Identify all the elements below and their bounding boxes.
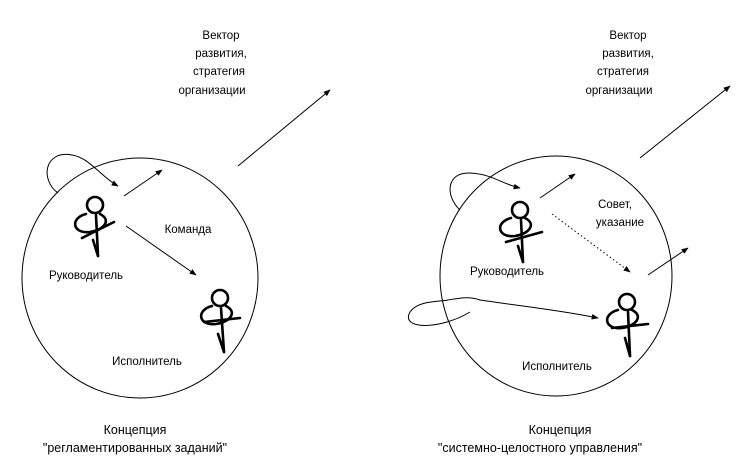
- right-advice-label-1: Совет,: [598, 199, 632, 211]
- right-executor-label: Исполнитель: [522, 361, 592, 373]
- right-caption-line-1: Концепция: [529, 423, 592, 437]
- left-organization-ellipse: [21, 157, 259, 399]
- left-caption-line-2: "регламентированных заданий": [43, 441, 227, 455]
- left-vector-label-2: развития,: [195, 48, 247, 60]
- left-caption-line-1: Концепция: [104, 423, 167, 437]
- left-executor-figure: [199, 288, 242, 354]
- right-executor-arrow: [647, 247, 689, 276]
- right-loop-arrow: [449, 172, 521, 211]
- left-command-label: Команда: [165, 224, 212, 236]
- right-vector-label-4: организации: [585, 85, 652, 97]
- right-vector-label-3: стратегия: [597, 66, 649, 78]
- left-manager-label: Руководитель: [49, 270, 123, 282]
- right-advice-arrow: [551, 213, 631, 273]
- right-organization-ellipse: [439, 155, 673, 397]
- right-manager-figure: [498, 200, 544, 264]
- left-vector-label-3: стратегия: [193, 66, 245, 78]
- left-command-arrow: [125, 225, 197, 276]
- right-cloud-loop-arrow: [407, 297, 599, 326]
- right-caption-line-2: "системно-целостного управления": [438, 441, 642, 455]
- right-executor-figure: [605, 292, 650, 358]
- left-loop-arrow: [46, 154, 119, 194]
- right-manager-label: Руководитель: [470, 266, 544, 278]
- right-vector-label-2: развития,: [602, 48, 654, 60]
- left-vector-label-4: организации: [178, 85, 245, 97]
- right-vector-arrow: [639, 85, 731, 159]
- left-manager-arrow: [123, 169, 163, 197]
- left-vector-label-1: Вектор: [202, 30, 239, 42]
- right-vector-label-1: Вектор: [609, 30, 646, 42]
- right-manager-arrow: [539, 173, 576, 199]
- right-advice-label-2: указание: [596, 217, 644, 229]
- left-panel: Вектор развития, стратегия организации К…: [21, 30, 331, 455]
- right-panel: Вектор развития, стратегия организации С…: [407, 30, 731, 455]
- left-vector-arrow: [237, 89, 331, 167]
- left-manager-figure: [73, 195, 116, 258]
- left-executor-label: Исполнитель: [112, 356, 182, 368]
